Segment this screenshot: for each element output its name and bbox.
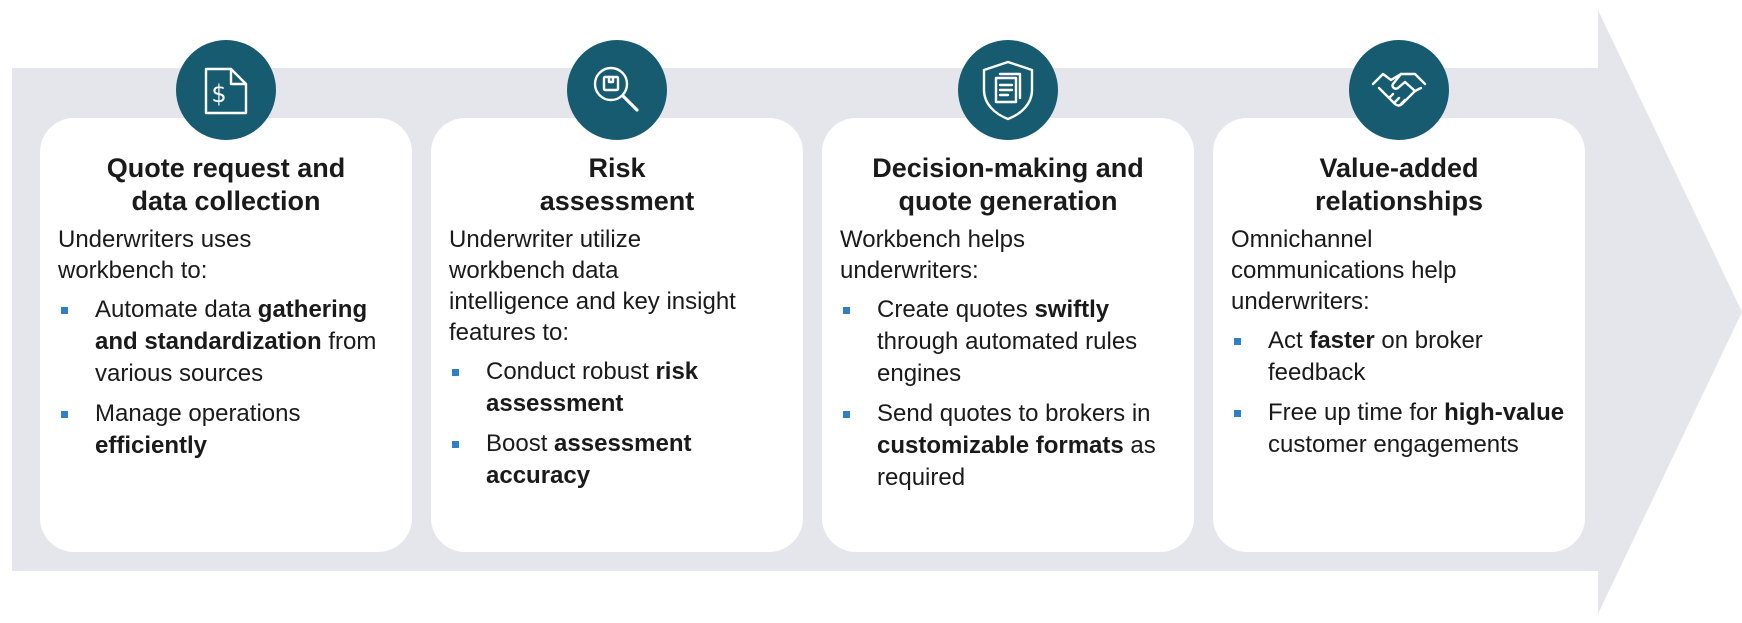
- step-card-decision-making: Decision-making and quote generation Wor…: [822, 118, 1194, 552]
- step-card-value-added: Value-added relationships Omnichannel co…: [1213, 118, 1585, 552]
- bullet-item: Conduct robust risk assessment: [449, 356, 785, 420]
- step-bullets: Conduct robust risk assessment Boost ass…: [449, 356, 785, 492]
- handshake-icon: [1349, 40, 1449, 140]
- bullet-item: Send quotes to brokers in customizable f…: [840, 398, 1176, 494]
- step-title: Quote request and data collection: [106, 153, 346, 216]
- step-bullets: Automate data gathering and standardizat…: [58, 294, 394, 462]
- step-title: Value-added relationships: [1314, 153, 1484, 216]
- step-title: Decision-making and quote generation: [872, 153, 1144, 216]
- bullet-item: Manage operations efficiently: [58, 398, 394, 462]
- step-title: Risk assessment: [539, 153, 695, 216]
- shield-document-icon: [958, 40, 1058, 140]
- bullet-item: Free up time for high-value customer eng…: [1231, 397, 1567, 461]
- step-intro: Omnichannel communications help underwri…: [1231, 226, 1457, 315]
- dollar-document-icon: $: [176, 40, 276, 140]
- bullet-item: Create quotes swiftly through automated …: [840, 294, 1176, 390]
- step-bullets: Create quotes swiftly through automated …: [840, 294, 1176, 494]
- step-bullets: Act faster on broker feedback Free up ti…: [1231, 325, 1567, 461]
- step-intro: Workbench helps underwriters:: [840, 226, 1025, 284]
- step-card-risk-assessment: Risk assessment Underwriter utilize work…: [431, 118, 803, 552]
- step-intro: Underwriters uses workbench to:: [58, 226, 252, 284]
- bullet-item: Automate data gathering and standardizat…: [58, 294, 394, 390]
- step-card-quote-request: Quote request and data collection Underw…: [40, 118, 412, 552]
- step-intro: Underwriter utilize workbench data intel…: [449, 226, 736, 346]
- bullet-item: Boost assessment accuracy: [449, 428, 785, 492]
- svg-text:$: $: [211, 80, 226, 108]
- magnify-box-icon: [567, 40, 667, 140]
- bullet-item: Act faster on broker feedback: [1231, 325, 1567, 389]
